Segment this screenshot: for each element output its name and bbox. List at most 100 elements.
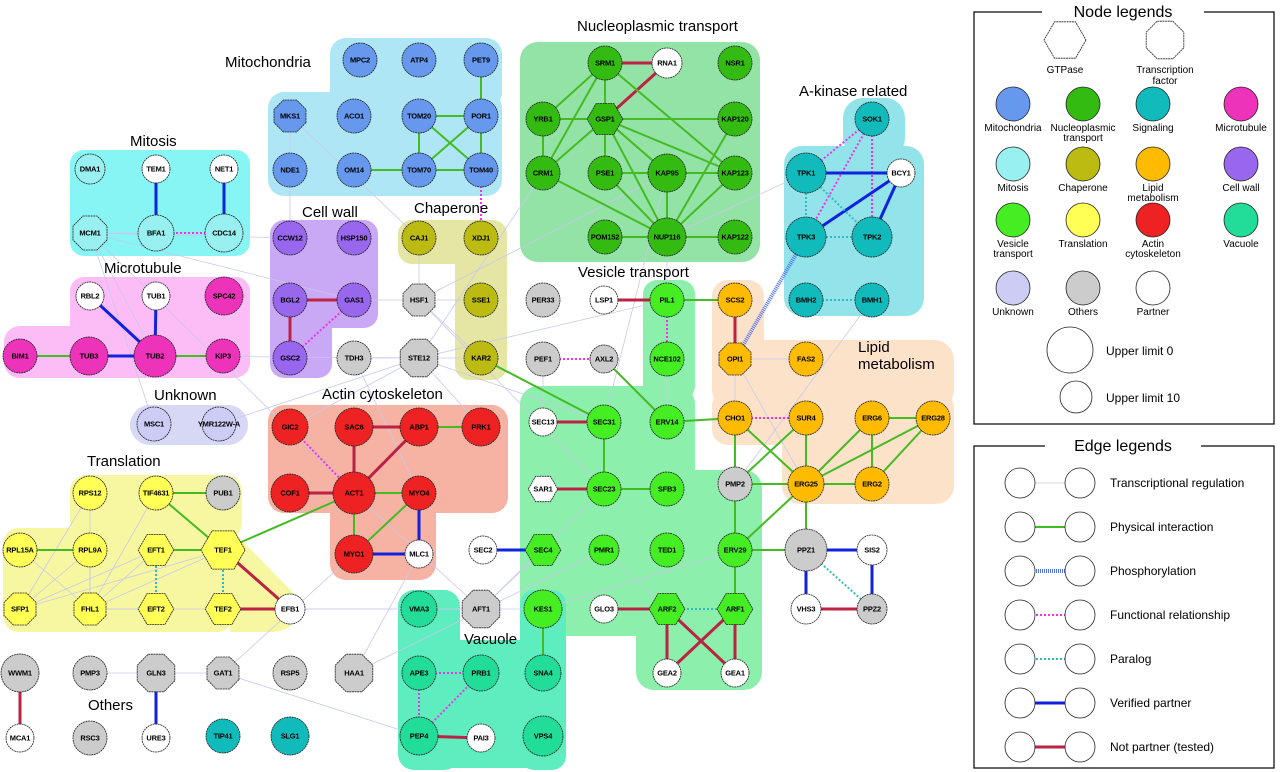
node-tom70[interactable]: TOM70 — [401, 152, 437, 188]
node-ape3[interactable]: APE3 — [401, 655, 437, 691]
node-erg6[interactable]: ERG6 — [854, 400, 890, 436]
node-bfa1[interactable]: BFA1 — [137, 214, 175, 252]
node-ste12[interactable]: STE12 — [399, 338, 439, 378]
node-sec31[interactable]: SEC31 — [586, 404, 622, 440]
node-vps4[interactable]: VPS4 — [522, 715, 564, 757]
node-cdc14[interactable]: CDC14 — [204, 213, 244, 253]
node-net1[interactable]: NET1 — [209, 154, 239, 184]
node-per33[interactable]: PER33 — [525, 282, 561, 318]
node-slg1[interactable]: SLG1 — [270, 716, 310, 756]
node-sse1[interactable]: SSE1 — [463, 282, 499, 318]
node-pil1[interactable]: PIL1 — [649, 282, 685, 318]
node-gsc2[interactable]: GSC2 — [272, 340, 308, 376]
node-caj1[interactable]: CAJ1 — [401, 220, 437, 256]
node-hsp150[interactable]: HSP150 — [336, 220, 372, 256]
node-pai3[interactable]: PAI3 — [466, 723, 496, 753]
node-dma1[interactable]: DMA1 — [74, 153, 106, 185]
node-sur4[interactable]: SUR4 — [788, 400, 824, 436]
node-bmh1[interactable]: BMH1 — [854, 282, 890, 318]
node-pmp3[interactable]: PMP3 — [72, 655, 108, 691]
node-sna4[interactable]: SNA4 — [524, 654, 562, 692]
node-mpc2[interactable]: MPC2 — [342, 42, 378, 78]
node-atp4[interactable]: ATP4 — [401, 42, 437, 78]
node-pef1[interactable]: PEF1 — [525, 341, 561, 377]
node-rbl2[interactable]: RBL2 — [75, 281, 105, 311]
node-pmp2[interactable]: PMP2 — [717, 466, 753, 502]
node-wwm1[interactable]: WWM1 — [0, 653, 40, 693]
node-pep4[interactable]: PEP4 — [399, 716, 439, 756]
node-nsr1[interactable]: NSR1 — [717, 45, 753, 81]
node-sar1[interactable]: SAR1 — [527, 475, 559, 503]
node-tef2[interactable]: TEF2 — [204, 593, 242, 625]
node-sis2[interactable]: SIS2 — [856, 534, 888, 566]
node-tom20[interactable]: TOM20 — [401, 98, 437, 134]
node-nup116[interactable]: NUP116 — [647, 217, 687, 257]
node-xdj1[interactable]: XDJ1 — [463, 220, 499, 256]
node-prb1[interactable]: PRB1 — [462, 654, 500, 692]
node-ccw12[interactable]: CCW12 — [272, 220, 308, 256]
node-ppz2[interactable]: PPZ2 — [856, 593, 888, 625]
node-ymr122w-a[interactable]: YMR122W-A — [198, 406, 241, 442]
node-kes1[interactable]: KES1 — [523, 589, 563, 629]
node-tdh3[interactable]: TDH3 — [336, 340, 372, 376]
node-tem1[interactable]: TEM1 — [141, 154, 171, 184]
node-sok1[interactable]: SOK1 — [854, 101, 890, 137]
node-kap120[interactable]: KAP120 — [717, 101, 753, 137]
node-tef1[interactable]: TEF1 — [200, 530, 246, 570]
node-tif4631[interactable]: TIF4631 — [138, 475, 174, 511]
node-om14[interactable]: OM14 — [336, 152, 372, 188]
node-por1[interactable]: POR1 — [463, 98, 499, 134]
node-aft1[interactable]: AFT1 — [461, 589, 501, 629]
node-erg25[interactable]: ERG25 — [787, 465, 825, 503]
node-ted1[interactable]: TED1 — [649, 532, 685, 568]
node-yrb1[interactable]: YRB1 — [525, 101, 561, 137]
node-bgl2[interactable]: BGL2 — [272, 282, 308, 318]
node-myo1[interactable]: MYO1 — [334, 534, 374, 574]
node-vma3[interactable]: VMA3 — [400, 590, 438, 628]
node-rps12[interactable]: RPS12 — [72, 475, 108, 511]
node-arf1[interactable]: ARF1 — [716, 593, 754, 625]
node-crm1[interactable]: CRM1 — [525, 155, 561, 191]
node-erg2[interactable]: ERG2 — [854, 466, 890, 502]
node-kip3[interactable]: KIP3 — [205, 338, 241, 374]
node-arf2[interactable]: ARF2 — [648, 593, 686, 625]
node-axl2[interactable]: AXL2 — [589, 344, 619, 374]
node-prk1[interactable]: PRK1 — [461, 407, 501, 447]
node-tub2[interactable]: TUB2 — [133, 334, 177, 378]
node-spc42[interactable]: SPC42 — [204, 276, 244, 316]
node-tip41[interactable]: TIP41 — [205, 718, 241, 754]
node-pub1[interactable]: PUB1 — [205, 475, 241, 511]
node-erv14[interactable]: ERV14 — [649, 404, 685, 440]
node-srm1[interactable]: SRM1 — [587, 45, 623, 81]
node-gic2[interactable]: GIC2 — [271, 408, 309, 446]
node-glo3[interactable]: GLO3 — [589, 594, 619, 624]
node-sec13[interactable]: SEC13 — [528, 407, 558, 437]
node-aco1[interactable]: ACO1 — [336, 98, 372, 134]
node-cof1[interactable]: COF1 — [270, 473, 310, 513]
node-eft2[interactable]: EFT2 — [137, 593, 175, 625]
node-mca1[interactable]: MCA1 — [5, 723, 35, 753]
node-sac6[interactable]: SAC6 — [334, 407, 374, 447]
node-bim1[interactable]: BIM1 — [2, 338, 38, 374]
node-fhl1[interactable]: FHL1 — [73, 592, 107, 626]
node-erv29[interactable]: ERV29 — [717, 532, 753, 568]
node-hsf1[interactable]: HSF1 — [402, 283, 436, 317]
node-gsp1[interactable]: GSP1 — [586, 103, 624, 135]
node-pom152[interactable]: POM152 — [587, 219, 623, 255]
node-gat1[interactable]: GAT1 — [206, 656, 240, 690]
node-gea1[interactable]: GEA1 — [720, 658, 750, 688]
node-sec2[interactable]: SEC2 — [468, 535, 498, 565]
node-act1[interactable]: ACT1 — [332, 471, 376, 515]
node-kar2[interactable]: KAR2 — [463, 340, 499, 376]
node-ure3[interactable]: URE3 — [141, 723, 171, 753]
node-eft1[interactable]: EFT1 — [137, 534, 175, 566]
node-gln3[interactable]: GLN3 — [136, 653, 176, 693]
node-fas2[interactable]: FAS2 — [788, 341, 824, 377]
node-mks1[interactable]: MKS1 — [273, 99, 307, 133]
node-nde1[interactable]: NDE1 — [272, 152, 308, 188]
node-mlc1[interactable]: MLC1 — [404, 539, 434, 569]
node-sfb3[interactable]: SFB3 — [649, 471, 685, 507]
node-opi1[interactable]: OPI1 — [718, 342, 752, 376]
node-sec4[interactable]: SEC4 — [524, 534, 562, 566]
node-myo4[interactable]: MYO4 — [401, 475, 437, 511]
